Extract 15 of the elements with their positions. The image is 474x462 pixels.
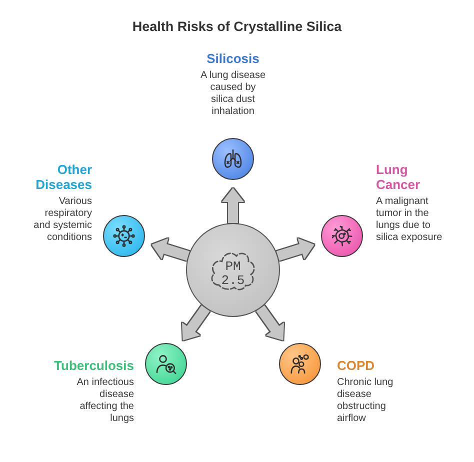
risk-description: A lung disease caused by silica dust inhalation (199, 70, 267, 118)
risk-heading: Lung Cancer (376, 162, 422, 192)
arrow (150, 238, 190, 261)
risk-heading: Other Diseases (34, 162, 92, 192)
pm-label: PM 2.5 (221, 260, 245, 288)
risk-description: Chronic lung disease obstructing airflow (337, 377, 394, 425)
arrow (276, 238, 316, 261)
risk-description: A malignant tumor in the lungs due to silica exposure (376, 196, 444, 244)
risk-heading: Tuberculosis (54, 358, 134, 373)
risk-description: An infectious disease affecting the lungs (76, 377, 134, 425)
risk-heading: COPD (337, 358, 375, 373)
arrow (222, 188, 244, 223)
risk-description: Various respiratory and systemic conditions (32, 196, 92, 244)
diagram-title: Health Risks of Crystalline Silica (132, 18, 342, 35)
risk-heading: Silicosis (206, 51, 260, 66)
